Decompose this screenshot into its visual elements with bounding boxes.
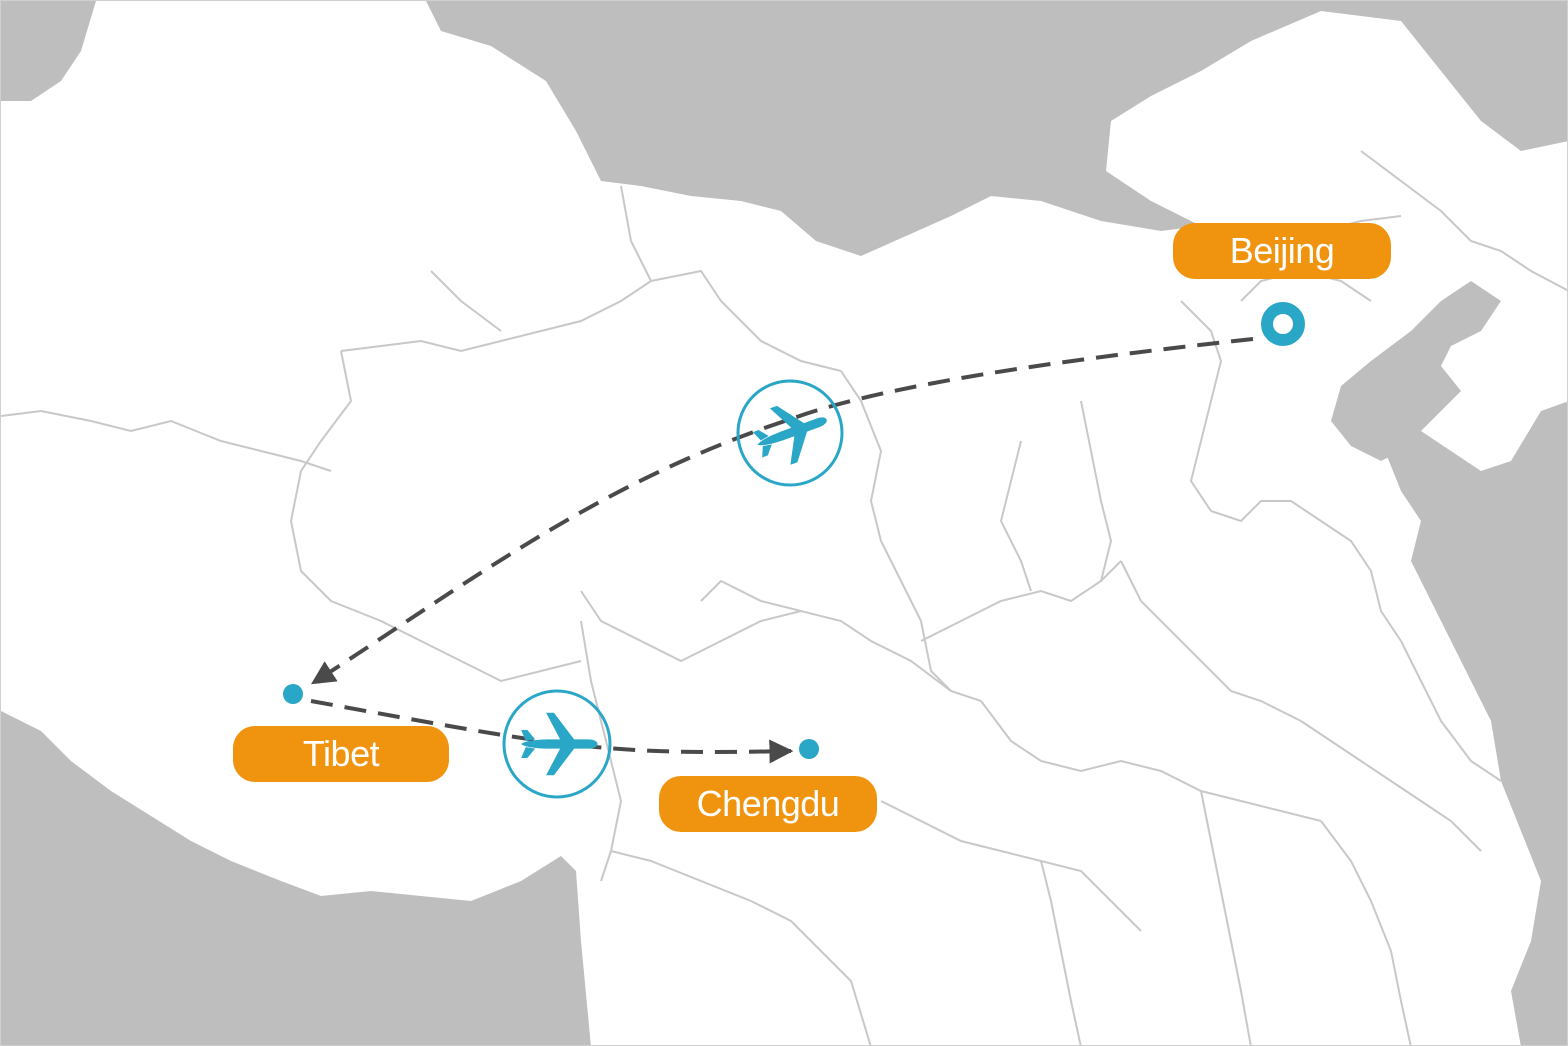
northwest-corner-region [1,1,96,101]
airplane-icon [736,379,844,487]
bohai-sea [1331,281,1501,461]
route-beijing-tibet [310,337,1254,685]
northern-neighbor-region [426,1,1567,256]
beijing-marker [1261,302,1305,346]
airplane-icon [502,689,612,799]
southwest-region [1,711,591,1045]
city-label-chengdu: Chengdu [659,776,877,832]
yellow-sea [1381,401,1567,1045]
chengdu-marker [799,739,819,759]
city-label-tibet: Tibet [233,726,449,782]
province-borders [1,150,1567,1045]
city-label-beijing: Beijing [1173,223,1391,279]
tibet-marker [283,684,303,704]
